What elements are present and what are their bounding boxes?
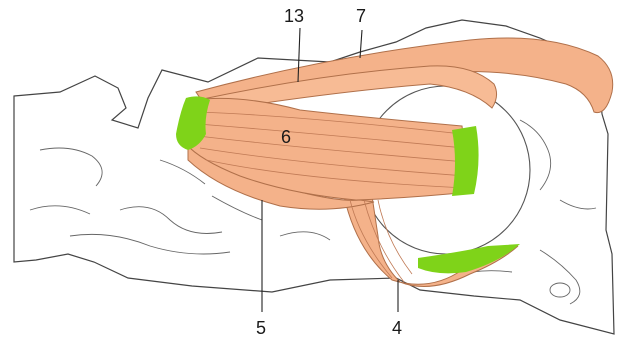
label-6: 6 [281,127,291,147]
tendon-insertion-muscle-6 [452,126,479,196]
label-5: 5 [256,318,266,338]
label-13: 13 [284,6,304,26]
label-7: 7 [356,6,366,26]
label-4: 4 [392,318,402,338]
